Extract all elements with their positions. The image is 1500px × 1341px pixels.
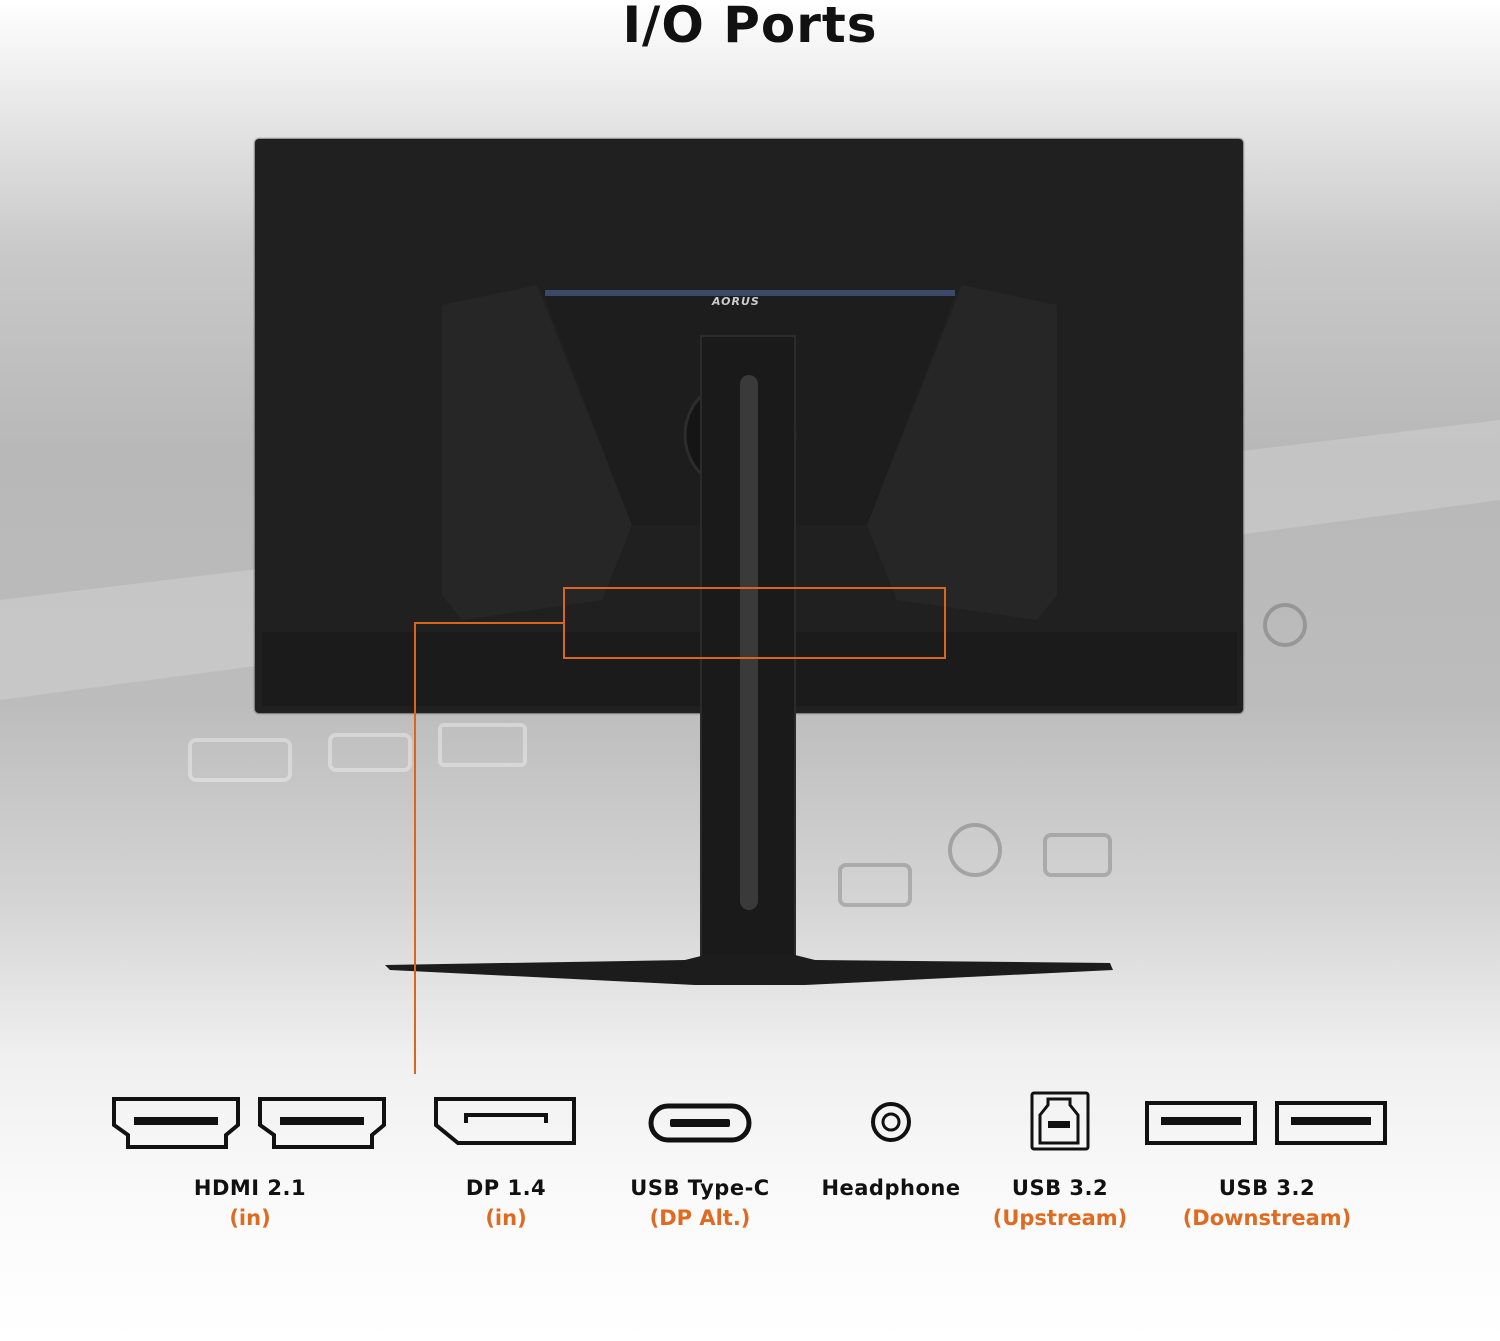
hdmi-port-icon: [258, 1097, 386, 1149]
port-sublabel-usb-downstream: (Downstream): [1182, 1206, 1352, 1230]
port-sublabel-usb-upstream: (Upstream): [992, 1206, 1128, 1230]
page-title: I/O Ports: [622, 0, 878, 54]
port-sublabel-dp: (in): [485, 1206, 527, 1230]
port-label-dp: DP 1.4: [465, 1176, 547, 1200]
usb-b-port-icon: [1030, 1091, 1090, 1151]
displayport-icon: [434, 1097, 576, 1145]
port-label-usb-downstream: USB 3.2: [1218, 1176, 1316, 1200]
usb-a-port-icon: [1275, 1101, 1387, 1145]
usb-a-port-icon: [1145, 1101, 1257, 1145]
cable-management-slot: [740, 375, 758, 910]
port-label-headphone: Headphone: [821, 1176, 961, 1200]
aorus-logo: AORUS: [712, 295, 760, 308]
port-sublabel-usb-c: (DP Alt.): [649, 1206, 751, 1230]
io-ports-highlight-box: [563, 587, 946, 659]
callout-line: [415, 622, 563, 624]
port-label-usb-upstream: USB 3.2: [1011, 1176, 1109, 1200]
port-label-usb-c: USB Type-C: [630, 1176, 770, 1200]
hdmi-port-icon: [112, 1097, 240, 1149]
callout-line: [414, 622, 416, 1074]
headphone-jack-icon: [871, 1102, 911, 1142]
port-label-hdmi: HDMI 2.1: [193, 1176, 307, 1200]
port-sublabel-hdmi: (in): [229, 1206, 271, 1230]
stand-base: [385, 955, 1113, 985]
usb-c-port-icon: [648, 1103, 752, 1143]
